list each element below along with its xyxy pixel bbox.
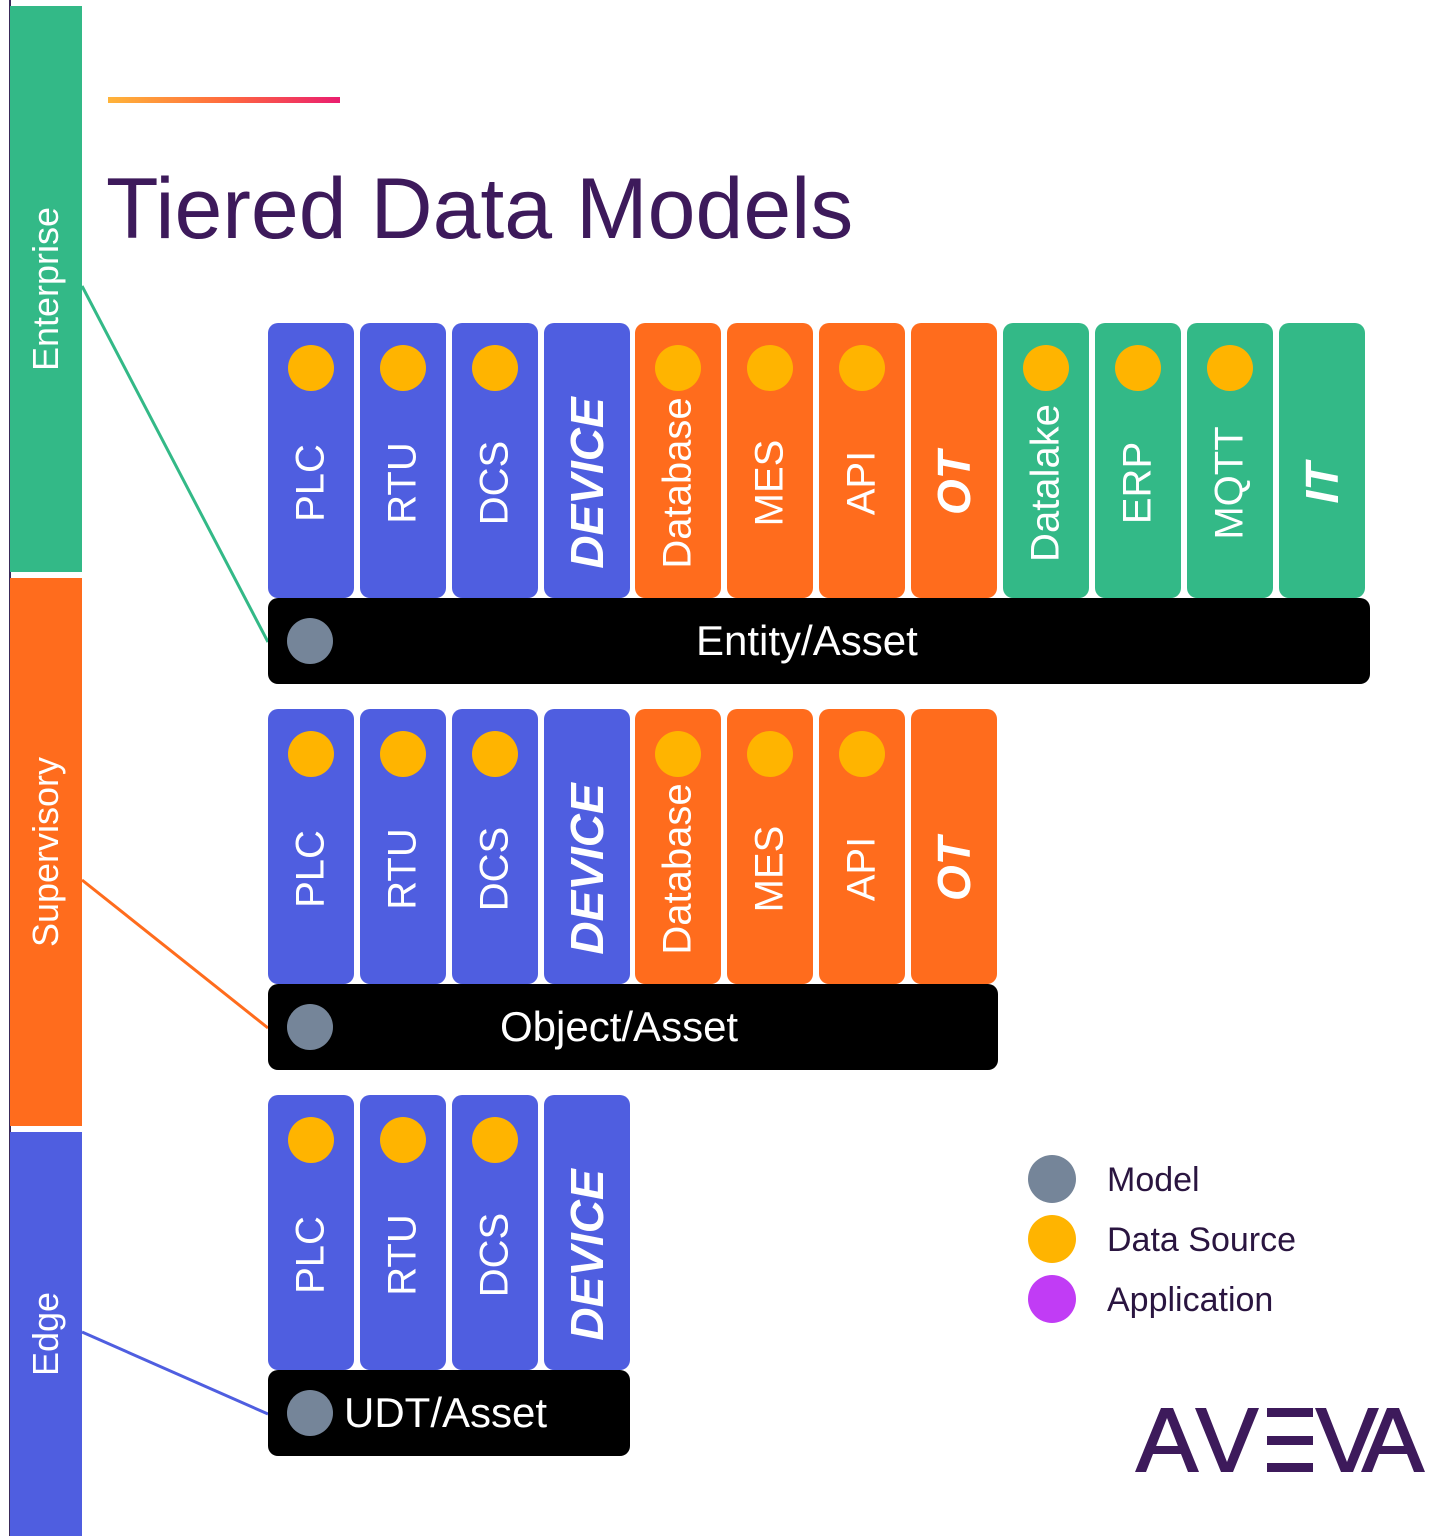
- enterprise-source-ot: OT: [911, 323, 997, 598]
- edge-source-rtu: RTU: [360, 1095, 446, 1370]
- legend-label-application: Application: [1107, 1281, 1274, 1319]
- data-source-dot-icon: [839, 345, 885, 391]
- enterprise-source-erp: ERP: [1095, 323, 1181, 598]
- data-source-dot-icon: [839, 731, 885, 777]
- edge-source-dcs: DCS: [452, 1095, 538, 1370]
- supervisory-source-dcs: DCS: [452, 709, 538, 984]
- data-source-dot-icon: [1028, 1215, 1076, 1263]
- data-source-dot-icon: [288, 731, 334, 777]
- source-label: PLC: [288, 1216, 333, 1294]
- source-label: DEVICE: [561, 783, 613, 955]
- source-label: DEVICE: [561, 397, 613, 569]
- supervisory-source-ot: OT: [911, 709, 997, 984]
- data-source-dot-icon: [655, 345, 701, 391]
- enterprise-source-rtu: RTU: [360, 323, 446, 598]
- legend-item-model: Model: [1028, 1155, 1348, 1205]
- source-label: MQTT: [1207, 426, 1252, 540]
- enterprise-model-bar: Entity/Asset: [268, 598, 1370, 684]
- enterprise-source-device: DEVICE: [544, 323, 630, 598]
- source-label: MES: [747, 825, 792, 913]
- source-label: RTU: [380, 1214, 425, 1296]
- edge-model-bar: UDT/Asset: [268, 1370, 630, 1456]
- supervisory-source-device: DEVICE: [544, 709, 630, 984]
- data-source-dot-icon: [472, 345, 518, 391]
- enterprise-source-mqtt: MQTT: [1187, 323, 1273, 598]
- legend-label-data-source: Data Source: [1107, 1221, 1296, 1259]
- source-label: OT: [928, 451, 980, 515]
- model-dot-icon: [287, 618, 333, 664]
- source-label: DEVICE: [561, 1169, 613, 1341]
- model-bar-label: Object/Asset: [500, 1003, 739, 1050]
- model-dot-icon: [1028, 1155, 1076, 1203]
- edge-source-device: DEVICE: [544, 1095, 630, 1370]
- supervisory-source-api: API: [819, 709, 905, 984]
- supervisory-source-rtu: RTU: [360, 709, 446, 984]
- edge-source-plc: PLC: [268, 1095, 354, 1370]
- supervisory-source-plc: PLC: [268, 709, 354, 984]
- supervisory-source-database: Database: [635, 709, 721, 984]
- data-source-dot-icon: [1023, 345, 1069, 391]
- source-label: PLC: [288, 830, 333, 908]
- enterprise-source-mes: MES: [727, 323, 813, 598]
- connector-edge: [81, 1330, 269, 1416]
- title-accent-line: [108, 97, 340, 103]
- data-source-dot-icon: [472, 1117, 518, 1163]
- legend-item-application: Application: [1028, 1275, 1348, 1325]
- data-source-dot-icon: [472, 731, 518, 777]
- source-label: Database: [655, 397, 700, 569]
- connector-supervisory: [81, 878, 269, 1030]
- data-source-dot-icon: [655, 731, 701, 777]
- source-label: API: [839, 836, 884, 902]
- enterprise-source-dcs: DCS: [452, 323, 538, 598]
- data-source-dot-icon: [747, 731, 793, 777]
- source-label: API: [839, 450, 884, 516]
- application-dot-icon: [1028, 1275, 1076, 1323]
- tier-band-supervisory: Supervisory: [10, 578, 82, 1126]
- aveva-logo: [1135, 1408, 1425, 1472]
- source-label: RTU: [380, 828, 425, 910]
- data-source-dot-icon: [288, 1117, 334, 1163]
- enterprise-source-datalake: Datalake: [1003, 323, 1089, 598]
- source-label: DCS: [472, 1212, 517, 1298]
- source-label: Database: [655, 783, 700, 955]
- tier-band-edge: Edge: [10, 1132, 82, 1536]
- model-bar-label: Entity/Asset: [696, 617, 918, 664]
- enterprise-source-api: API: [819, 323, 905, 598]
- model-dot-icon: [287, 1004, 333, 1050]
- enterprise-source-it: IT: [1279, 323, 1365, 598]
- data-source-dot-icon: [747, 345, 793, 391]
- source-label: IT: [1296, 462, 1348, 504]
- legend-item-data-source: Data Source: [1028, 1215, 1348, 1265]
- connector-enterprise: [80, 285, 270, 643]
- data-source-dot-icon: [288, 345, 334, 391]
- source-label: MES: [747, 439, 792, 527]
- supervisory-source-mes: MES: [727, 709, 813, 984]
- page-title: Tiered Data Models: [106, 161, 854, 257]
- source-label: PLC: [288, 444, 333, 522]
- source-label: OT: [928, 837, 980, 901]
- page-frame-left: [0, 0, 10, 1536]
- data-source-dot-icon: [1207, 345, 1253, 391]
- data-source-dot-icon: [380, 1117, 426, 1163]
- tier-band-enterprise: Enterprise: [10, 6, 82, 572]
- source-label: DCS: [472, 826, 517, 912]
- data-source-dot-icon: [1115, 345, 1161, 391]
- enterprise-source-database: Database: [635, 323, 721, 598]
- model-bar-label: UDT/Asset: [344, 1389, 548, 1436]
- source-label: Datalake: [1023, 404, 1068, 562]
- source-label: ERP: [1115, 441, 1160, 525]
- model-dot-icon: [287, 1390, 333, 1436]
- data-source-dot-icon: [380, 731, 426, 777]
- legend-label-model: Model: [1107, 1161, 1200, 1199]
- data-source-dot-icon: [380, 345, 426, 391]
- source-label: DCS: [472, 440, 517, 526]
- supervisory-model-bar: Object/Asset: [268, 984, 998, 1070]
- enterprise-source-plc: PLC: [268, 323, 354, 598]
- source-label: RTU: [380, 442, 425, 524]
